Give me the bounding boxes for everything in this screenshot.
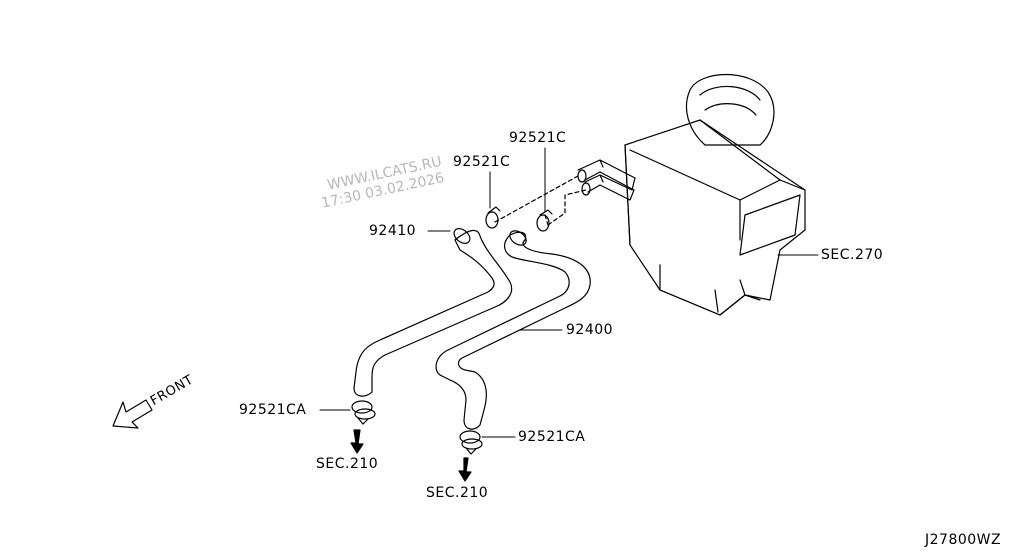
upper-clip-left bbox=[485, 206, 501, 229]
part-label-92521ca-left[interactable]: 92521CA bbox=[239, 402, 307, 418]
part-label-92521ca-right[interactable]: 92521CA bbox=[518, 429, 586, 445]
hose-92410 bbox=[353, 228, 513, 397]
upper-clip-right bbox=[536, 209, 553, 232]
part-label-92410[interactable]: 92410 bbox=[369, 223, 417, 239]
arrow-down-left bbox=[350, 429, 364, 454]
front-arrow-icon bbox=[112, 399, 153, 429]
heater-unit bbox=[577, 74, 806, 316]
hose-92400 bbox=[435, 230, 591, 430]
section-ref-sec210-right[interactable]: SEC.210 bbox=[426, 485, 489, 501]
lower-clip-left bbox=[351, 400, 376, 425]
leader-lines bbox=[319, 147, 819, 438]
section-ref-sec210-left[interactable]: SEC.210 bbox=[316, 456, 379, 472]
part-label-92521c-right[interactable]: 92521C bbox=[509, 130, 567, 146]
lower-clip-right bbox=[459, 430, 483, 455]
section-ref-sec270[interactable]: SEC.270 bbox=[821, 247, 884, 263]
arrow-down-right bbox=[458, 457, 472, 482]
drawing-code: J27800WZ bbox=[925, 532, 1002, 548]
part-label-92400[interactable]: 92400 bbox=[566, 322, 614, 338]
connection-lines bbox=[494, 175, 587, 226]
part-label-92521c-left[interactable]: 92521C bbox=[453, 154, 511, 170]
